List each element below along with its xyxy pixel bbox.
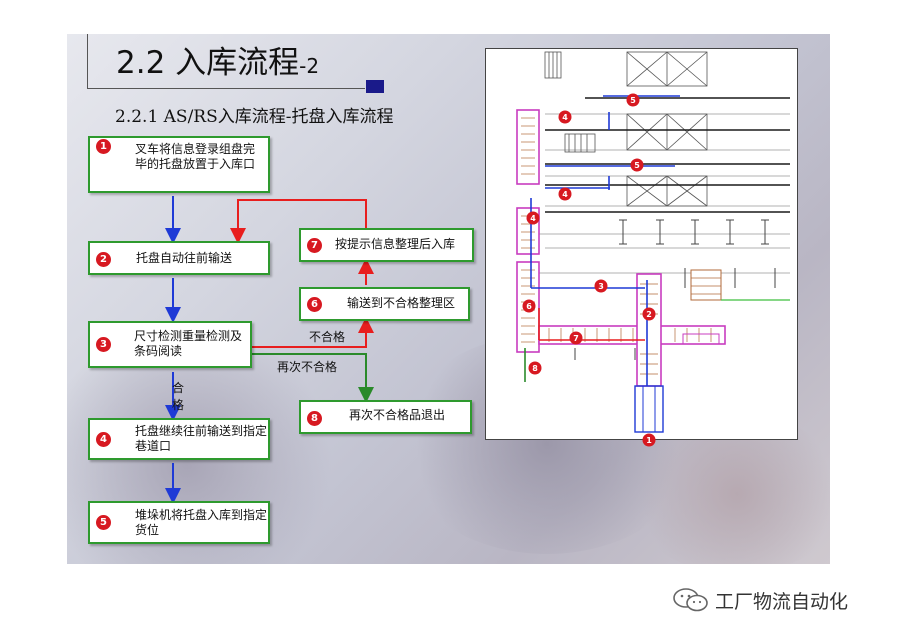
step-3-text: 尺寸检测重量检测及条码阅读 [134, 329, 246, 359]
layout-marker-4b: 4 [559, 188, 572, 201]
label-fail: 不合格 [309, 328, 345, 345]
warehouse-layout-drawing: 5 4 5 4 4 3 6 2 7 8 1 [485, 48, 798, 453]
step-2-box: 2 托盘自动往前输送 [88, 241, 270, 275]
step-4-box: 4 托盘继续往前输送到指定巷道口 [88, 418, 270, 460]
step-3-marker: 3 [96, 337, 111, 352]
step-6-marker: 6 [307, 297, 322, 312]
svg-text:4: 4 [562, 190, 568, 199]
step-2-marker: 2 [96, 252, 111, 267]
layout-marker-2: 2 [643, 308, 656, 321]
step-1-box: 1 叉车将信息登录组盘完毕的托盘放置于入库口 [88, 136, 270, 193]
watermark-text: 工厂物流自动化 [715, 587, 848, 614]
layout-marker-7: 7 [570, 332, 583, 345]
step-4-text: 托盘继续往前输送到指定巷道口 [135, 424, 269, 454]
step-7-box: 7 按提示信息整理后入库 [299, 228, 474, 262]
svg-text:5: 5 [630, 96, 636, 105]
label-fail-again: 再次不合格 [277, 358, 337, 375]
svg-text:1: 1 [646, 436, 652, 445]
step-5-text: 堆垛机将托盘入库到指定货位 [135, 508, 269, 538]
step-3-box: 3 尺寸检测重量检测及条码阅读 [88, 321, 252, 368]
step-1-marker: 1 [96, 139, 111, 154]
layout-marker-1: 1 [643, 434, 656, 447]
wechat-icon [672, 588, 710, 612]
svg-text:8: 8 [532, 364, 538, 373]
label-pass: 合格 [172, 380, 186, 414]
step-6-box: 6 输送到不合格整理区 [299, 287, 470, 321]
step-8-box: 8 再次不合格品退出 [299, 400, 472, 434]
step-5-box: 5 堆垛机将托盘入库到指定货位 [88, 501, 270, 544]
layout-marker-4c: 4 [527, 212, 540, 225]
layout-marker-4a: 4 [559, 111, 572, 124]
svg-text:3: 3 [598, 282, 604, 291]
step-8-marker: 8 [307, 411, 322, 426]
svg-text:4: 4 [562, 113, 568, 122]
layout-marker-5a: 5 [627, 94, 640, 107]
step-5-marker: 5 [96, 515, 111, 530]
layout-marker-8: 8 [529, 362, 542, 375]
step-8-text: 再次不合格品退出 [349, 408, 473, 423]
step-2-text: 托盘自动往前输送 [136, 251, 266, 266]
svg-text:2: 2 [646, 310, 652, 319]
layout-marker-6: 6 [523, 300, 536, 313]
step-7-marker: 7 [307, 238, 322, 253]
svg-text:6: 6 [526, 302, 532, 311]
svg-text:5: 5 [634, 161, 640, 170]
step-1-text: 叉车将信息登录组盘完毕的托盘放置于入库口 [135, 142, 261, 172]
svg-text:7: 7 [573, 334, 579, 343]
svg-text:4: 4 [530, 214, 536, 223]
step-4-marker: 4 [96, 432, 111, 447]
step-7-text: 按提示信息整理后入库 [335, 237, 475, 252]
step-6-text: 输送到不合格整理区 [347, 296, 469, 311]
layout-marker-5b: 5 [631, 159, 644, 172]
layout-marker-3: 3 [595, 280, 608, 293]
